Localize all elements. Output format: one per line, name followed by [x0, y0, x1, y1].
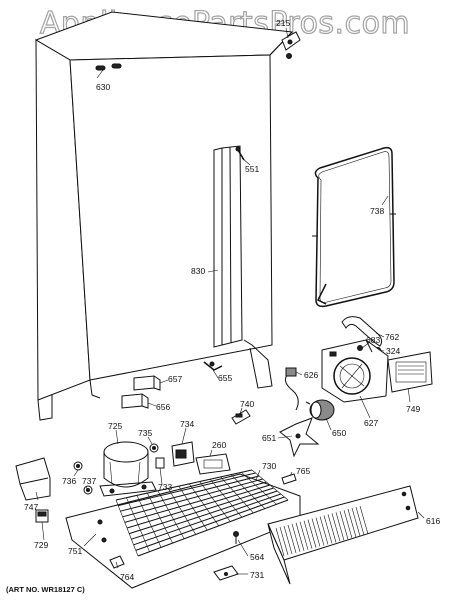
leader-lines	[35, 27, 425, 575]
callout-733: 733	[158, 482, 172, 492]
callout-650: 650	[332, 428, 346, 438]
part-651-fan-blade	[279, 417, 320, 458]
callout-738: 738	[370, 206, 384, 216]
part-260-relay-cover	[195, 453, 231, 475]
part-737-grommet	[83, 485, 93, 495]
part-731-clip	[213, 565, 239, 581]
part-733-clip	[155, 457, 165, 469]
callout-736: 736	[62, 476, 76, 486]
callout-737: 737	[82, 476, 96, 486]
callout-731: 731	[250, 570, 264, 580]
cabinet-body	[34, 11, 294, 421]
callout-626: 626	[304, 370, 318, 380]
part-729-capacitor	[35, 509, 49, 523]
part-657-bracket	[133, 375, 161, 391]
callout-215: 215	[276, 18, 290, 28]
callout-740: 740	[240, 399, 254, 409]
callout-734: 734	[180, 419, 194, 429]
part-738-heater-loop	[312, 146, 396, 308]
part-735-grommet	[149, 443, 159, 453]
part-650-fan-motor	[305, 399, 335, 421]
part-656-bracket	[121, 393, 149, 409]
part-730-condenser	[115, 469, 289, 557]
callout-labels: 215 630 551 738 830 762 683 324 626 657 …	[6, 18, 440, 594]
callout-765: 765	[296, 466, 310, 476]
callout-651: 651	[262, 433, 276, 443]
callout-830: 830	[191, 266, 205, 276]
callout-725: 725	[108, 421, 122, 431]
callout-324: 324	[386, 346, 400, 356]
callout-260: 260	[212, 440, 226, 450]
callout-627: 627	[364, 418, 378, 428]
art-number: (ART NO. WR18127 C)	[6, 585, 85, 594]
callout-630: 630	[96, 82, 110, 92]
part-551-screw	[235, 146, 245, 161]
callout-564: 564	[250, 552, 264, 562]
part-740-relay	[231, 409, 251, 425]
part-655-clip	[203, 361, 223, 371]
callout-730: 730	[262, 461, 276, 471]
callout-764: 764	[120, 572, 134, 582]
part-683-screw	[357, 345, 363, 351]
callout-655: 655	[218, 373, 232, 383]
callout-729: 729	[34, 540, 48, 550]
callout-657: 657	[168, 374, 182, 384]
callout-683: 683	[366, 335, 380, 345]
part-215-hinge-clip	[281, 31, 301, 59]
part-749-control-board	[387, 351, 433, 393]
callout-656: 656	[156, 402, 170, 412]
part-627-fan-bracket	[321, 339, 389, 403]
callout-551: 551	[245, 164, 259, 174]
callout-616: 616	[426, 516, 440, 526]
callout-735: 735	[138, 428, 152, 438]
part-626-wire-harness	[285, 367, 299, 411]
callout-749: 749	[406, 404, 420, 414]
callout-762: 762	[385, 332, 399, 342]
callout-747: 747	[24, 502, 38, 512]
part-725-compressor	[99, 441, 157, 497]
callout-751: 751	[68, 546, 82, 556]
part-764-clip	[109, 555, 125, 569]
part-616-grille	[267, 485, 419, 585]
part-736-grommet	[73, 461, 83, 471]
part-734-overload	[171, 441, 195, 467]
part-765-clip	[281, 473, 297, 485]
part-747-bracket	[15, 457, 51, 501]
part-564-screw	[233, 531, 239, 544]
